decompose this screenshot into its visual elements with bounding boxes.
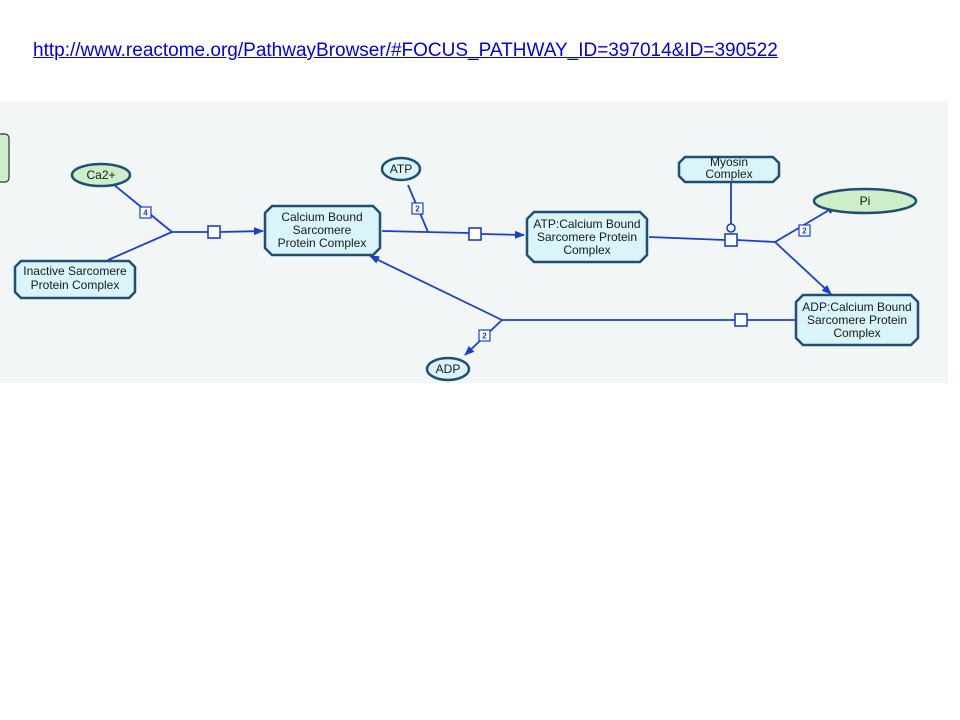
molecule-ca2-label: Ca2+ [86,168,115,182]
edge-process3-to-branch3 [736,239,776,243]
complex-atp-calcium-line3: Complex [563,243,610,257]
reaction-node-1[interactable] [207,225,221,239]
complex-calcium-bound-line3: Protein Complex [278,236,367,250]
reactome-url-link[interactable]: http://www.reactome.org/PathwayBrowser/#… [33,40,778,61]
complex-atp-calcium-bound[interactable]: ATP:Calcium Bound Sarcomere Protein Comp… [525,210,649,264]
stoichiometry-adp-label: 2 [482,332,487,341]
edge-ca2-to-reaction1 [107,179,173,233]
reaction-edges [107,179,837,356]
stoichiometry-adp: 2 [478,329,491,342]
pathway-diagram-panel: 4 2 2 2 Ca2+ ATP Pi [0,101,948,383]
edge-branch3-to-pi [774,205,837,243]
pathway-diagram: 4 2 2 2 Ca2+ ATP Pi [0,133,920,382]
stoichiometry-pi-label: 2 [802,227,807,236]
complex-adp-calcium-line2: Sarcomere Protein [807,313,907,327]
complex-myosin-line1: Myosin [710,155,748,169]
complex-adp-calcium-line3: Complex [833,326,880,340]
complex-atp-calcium-line2: Sarcomere Protein [537,230,637,244]
edge-atp-calcium-to-process3 [648,236,726,241]
edge-branch3-to-adp-calcium [774,241,832,295]
complex-adp-calcium-bound[interactable]: ADP:Calcium Bound Sarcomere Protein Comp… [794,293,920,347]
complex-inactive-sarcomere[interactable]: Inactive Sarcomere Protein Complex [13,259,137,300]
complex-calcium-bound-line2: Sarcomere [293,223,352,237]
complex-myosin[interactable]: Myosin Complex [677,155,781,184]
complex-atp-calcium-line1: ATP:Calcium Bound [533,217,640,231]
stoichiometry-ca2: 4 [139,206,152,219]
complex-inactive-line1: Inactive Sarcomere [23,264,127,278]
edge-process1-to-calcium-bound [219,227,264,236]
molecule-adp[interactable]: ADP [425,356,471,382]
complex-myosin-line2: Complex [705,167,752,181]
reaction-node-4[interactable] [734,313,748,327]
reaction-node-2[interactable] [468,227,482,241]
reaction-node-3[interactable] [724,233,738,247]
stoichiometry-ca2-label: 4 [143,209,148,218]
complex-adp-calcium-line1: ADP:Calcium Bound [802,300,911,314]
complex-calcium-bound-sarcomere[interactable]: Calcium Bound Sarcomere Protein Complex [263,204,382,257]
molecule-atp[interactable]: ATP [380,156,422,182]
side-panel-tab[interactable] [0,133,10,183]
reaction-nodes [207,223,748,327]
molecule-pi[interactable]: Pi [812,187,918,215]
edge-process2-to-atp-calcium [480,230,525,239]
complex-inactive-line2: Protein Complex [31,278,120,292]
stoichiometry-atp-label: 2 [415,205,420,214]
edge-inactive-to-reaction1 [107,231,173,261]
stoichiometry-pi: 2 [798,224,811,237]
molecule-ca2[interactable]: Ca2+ [70,162,132,188]
molecule-atp-label: ATP [390,162,412,176]
edge-branch4-to-calcium-bound [369,255,503,321]
stoichiometry-atp: 2 [411,202,424,215]
edge-calcium-bound-to-process2 [381,230,470,234]
molecule-pi-label: Pi [860,194,871,208]
catalyst-circle [726,223,736,233]
molecule-adp-label: ADP [436,362,461,376]
complex-calcium-bound-line1: Calcium Bound [281,210,362,224]
stoichiometry-badges: 4 2 2 2 [139,202,811,342]
